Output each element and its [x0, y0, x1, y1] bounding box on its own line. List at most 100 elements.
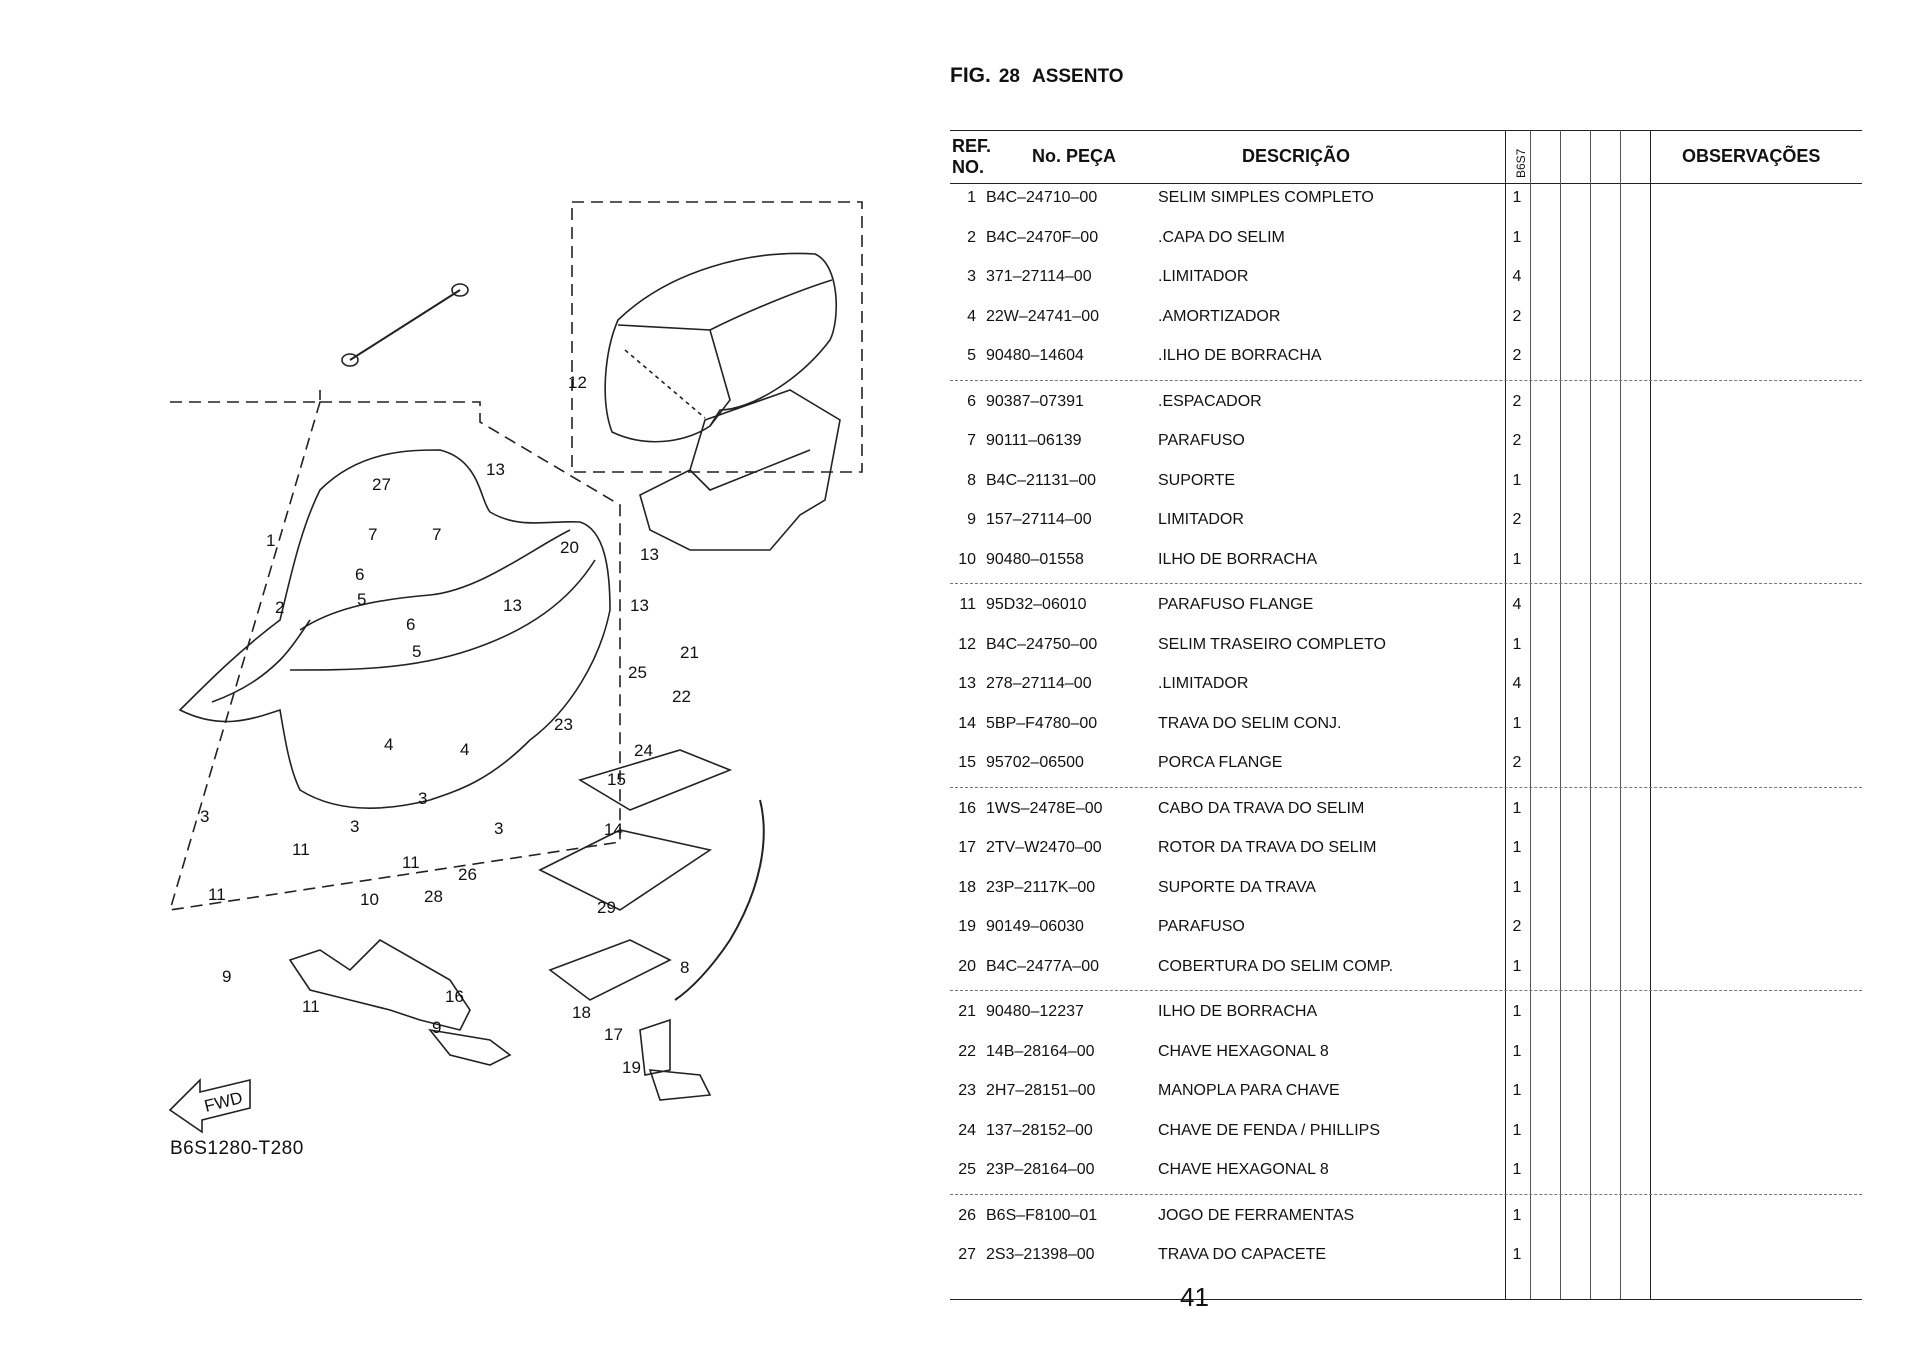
description-cell: ROTOR DA TRAVA DO SELIM [1158, 839, 1377, 856]
part-number-cell: B4C–2470F–00 [986, 228, 1099, 246]
callout-number: 25 [628, 663, 647, 682]
lock-cable [674, 799, 765, 1001]
part-number-cell: 2TV–W2470–00 [986, 839, 1102, 856]
ref-cell: 3 [967, 268, 976, 285]
callout-number: 21 [680, 643, 699, 662]
part-number-cell: 14B–28164–00 [986, 1042, 1095, 1060]
main-seat-shape [178, 449, 611, 809]
callout-number: 4 [460, 740, 469, 759]
figure-number: 28 [998, 66, 1020, 87]
quantity-cell: 2 [1512, 754, 1522, 771]
ref-cell: 4 [967, 307, 976, 325]
part-number-cell: 1WS–2478E–00 [986, 799, 1103, 817]
ref-cell: 2 [967, 228, 976, 246]
description-cell: CABO DA TRAVA DO SELIM [1158, 799, 1365, 817]
ref-cell: 21 [958, 1003, 976, 1020]
part-number-cell: 137–28152–00 [986, 1121, 1093, 1139]
callout-number: 6 [355, 565, 364, 584]
group-separator [950, 583, 1862, 584]
ref-cell: 1 [967, 189, 976, 206]
part-number-cell: B4C–21131–00 [986, 471, 1097, 489]
description-cell: .CAPA DO SELIM [1158, 228, 1285, 246]
part-number-cell: 2S3–21398–00 [986, 1246, 1095, 1263]
column-rule [1650, 130, 1651, 1299]
quantity-cell: 1 [1512, 228, 1522, 246]
ref-cell: 26 [958, 1206, 976, 1224]
group-separator [950, 990, 1862, 991]
figure-name: ASSENTO [1031, 66, 1124, 87]
part-number-cell: B6S–F8100–01 [986, 1206, 1098, 1224]
callout-number: 11 [302, 997, 320, 1016]
part-number-cell: B4C–2477A–00 [986, 957, 1099, 975]
callout-number: 7 [368, 525, 377, 544]
ref-cell: 19 [958, 918, 976, 935]
table-bottom-rule [950, 1299, 1862, 1300]
part-number-cell: 90387–07391 [986, 392, 1084, 410]
callout-number: 4 [384, 735, 393, 754]
part-number-cell: B4C–24710–00 [986, 189, 1098, 206]
description-cell: SUPORTE DA TRAVA [1158, 878, 1316, 896]
group-separator [950, 1193, 1862, 1195]
quantity-cell: 4 [1512, 675, 1522, 692]
table-row: 2 B4C–2470F–00 .CAPA DO SELIM 1 [950, 226, 1862, 250]
quantity-cell: 1 [1512, 635, 1522, 653]
part-number-cell: 278–27114–00 [986, 675, 1092, 692]
part-number-cell: 23P–28164–00 [986, 1161, 1095, 1178]
ref-cell: 18 [958, 878, 976, 896]
quantity-cell: 1 [1512, 550, 1522, 568]
ref-cell: 13 [958, 675, 976, 692]
callout-number: 2 [275, 598, 284, 617]
header-part-number: No. PEÇA [1032, 146, 1117, 166]
manual-29 [548, 939, 672, 1001]
callout-number: 7 [432, 525, 441, 544]
ref-cell: 11 [959, 596, 976, 613]
callout-number: 10 [360, 890, 379, 909]
description-cell: COBERTURA DO SELIM COMP. [1158, 957, 1394, 975]
quantity-cell: 4 [1512, 268, 1522, 285]
quantity-cell: 2 [1512, 511, 1522, 528]
part-number-cell: 90480–01558 [986, 550, 1084, 568]
quantity-cell: 1 [1512, 471, 1522, 489]
header-ref-line1: REF. [952, 136, 992, 156]
column-rule [1590, 130, 1591, 1299]
callout-number: 23 [554, 715, 573, 734]
part-number-cell: 22W–24741–00 [986, 307, 1099, 325]
callout-number: 24 [634, 741, 653, 760]
quantity-cell: 1 [1512, 839, 1522, 856]
description-cell: PARAFUSO [1158, 432, 1245, 449]
description-cell: ILHO DE BORRACHA [1158, 550, 1318, 568]
assembly-12-frame [571, 201, 863, 473]
ref-cell: 6 [967, 392, 976, 410]
description-cell: MANOPLA PARA CHAVE [1158, 1082, 1340, 1099]
callout-number: 20 [560, 538, 579, 557]
header-ref: REF.NO. [952, 136, 991, 178]
part-number-cell: 95702–06500 [986, 754, 1084, 771]
description-cell: ILHO DE BORRACHA [1158, 1003, 1318, 1020]
ref-cell: 22 [958, 1042, 976, 1060]
description-cell: .LIMITADOR [1158, 268, 1249, 285]
group-separator [950, 786, 1862, 788]
ref-cell: 9 [967, 511, 976, 528]
callout-number: 3 [494, 819, 503, 838]
ref-cell: 14 [958, 714, 976, 732]
quantity-cell: 1 [1512, 1042, 1522, 1060]
quantity-cell: 1 [1512, 1121, 1522, 1139]
callout-number: 13 [630, 596, 649, 615]
quantity-cell: 1 [1512, 878, 1522, 896]
table-top-rule [950, 130, 1862, 131]
